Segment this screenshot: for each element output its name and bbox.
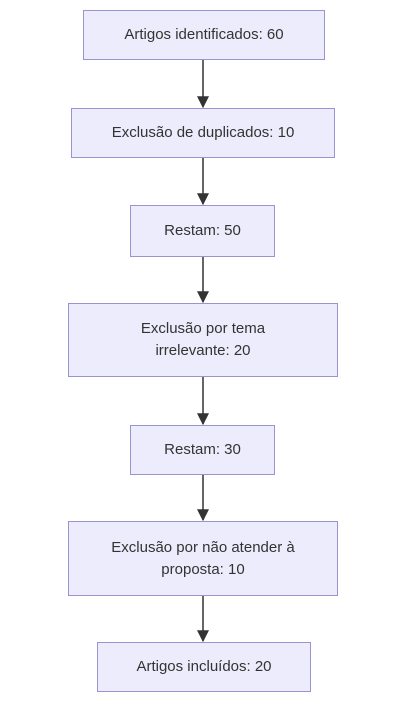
node-exclusao-nao-atender-proposta: Exclusão por não atender à proposta: 10 — [68, 521, 338, 596]
node-artigos-identificados: Artigos identificados: 60 — [83, 10, 325, 60]
node-exclusao-tema-irrelevante: Exclusão por tema irrelevante: 20 — [68, 303, 338, 377]
node-label: Exclusão por tema irrelevante: 20 — [140, 320, 266, 359]
node-restam-30: Restam: 30 — [130, 425, 275, 475]
node-exclusao-duplicados: Exclusão de duplicados: 10 — [71, 108, 335, 158]
node-label: Restam: 30 — [164, 441, 241, 458]
node-label: Exclusão por não atender à proposta: 10 — [111, 538, 295, 578]
node-label: Artigos incluídos: 20 — [136, 658, 272, 675]
node-label: Exclusão de duplicados: 10 — [111, 124, 295, 141]
node-restam-50: Restam: 50 — [130, 205, 275, 257]
node-label: Restam: 50 — [164, 222, 241, 239]
node-label: Artigos identificados: 60 — [124, 26, 284, 43]
node-artigos-incluidos: Artigos incluídos: 20 — [97, 642, 311, 692]
